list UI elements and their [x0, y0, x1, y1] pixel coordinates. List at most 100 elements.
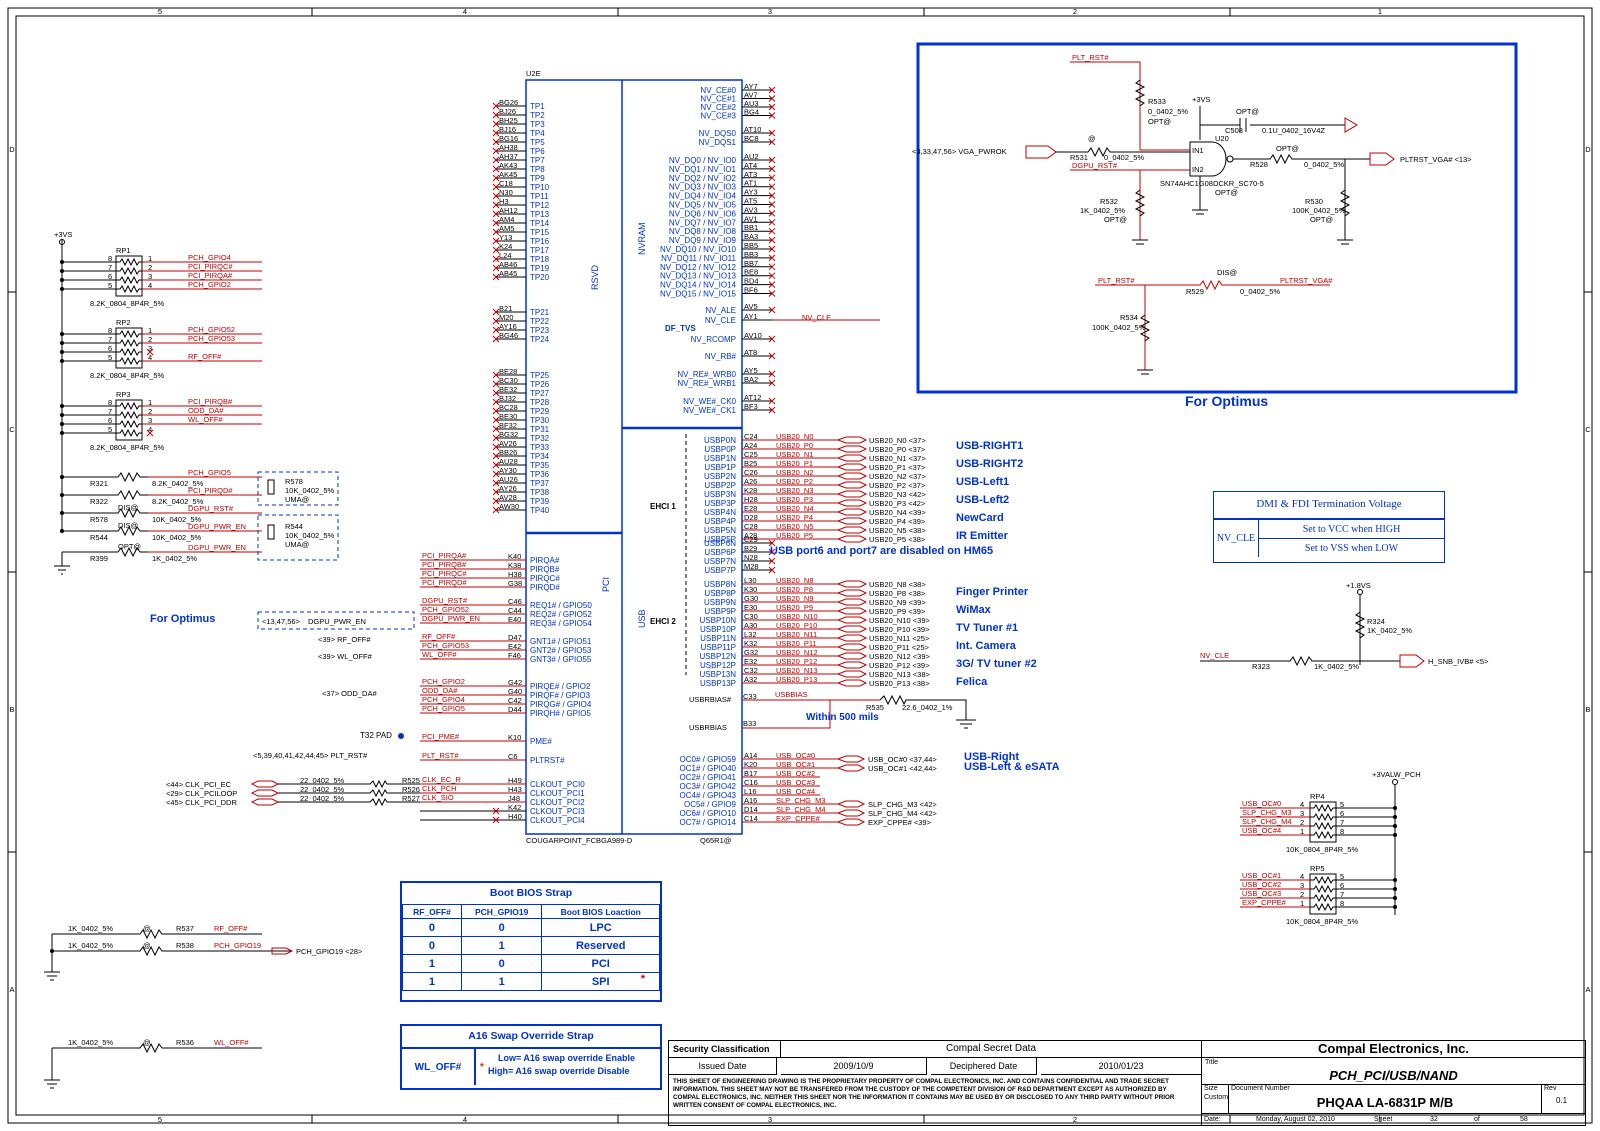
- rp-pin-num: 8: [108, 254, 112, 263]
- clk-offpage-tag: [250, 780, 280, 788]
- date-label: Date:: [1204, 1116, 1221, 1123]
- rp-net: USB_OC#1: [1242, 871, 1281, 880]
- optimus-frame: [916, 42, 1518, 394]
- usb-port-label: IR Emitter: [956, 530, 1009, 542]
- no-connect-mark: [492, 398, 500, 406]
- bb-r1-c2: Reserved: [541, 936, 660, 955]
- section-nvram: NVRAM: [637, 222, 647, 255]
- pci-ball: K42: [508, 803, 521, 812]
- usb-offpage-tag: [836, 679, 868, 687]
- r530-symbol: [1339, 189, 1351, 217]
- usb-pin-name: USBP0N: [704, 436, 736, 445]
- usb-net: USB20_P3: [776, 495, 813, 504]
- dmi-termination-table: DMI & FDI Termination Voltage NV_CLE Set…: [1213, 491, 1445, 563]
- no-connect-mark: [492, 201, 500, 209]
- tp-pin-name: TP35: [530, 461, 550, 470]
- no-connect-mark: [492, 425, 500, 433]
- oc-pin-name: OC3# / GPIO42: [680, 782, 737, 791]
- h-snb-tag: [1399, 654, 1425, 668]
- rp-pin-num: 8: [1340, 899, 1344, 908]
- r529-val: 0_0402_5%: [1240, 287, 1280, 296]
- clk-res-value: 22_0402_5%: [300, 776, 345, 785]
- usb-ball: C29: [744, 535, 758, 544]
- nv-ball: BA3: [744, 232, 758, 241]
- proprietary-notice: THIS SHEET OF ENGINEERING DRAWING IS THE…: [673, 1078, 1175, 1109]
- strap-res-ref: R537: [176, 924, 194, 933]
- opt-plt-rst-wire: [1070, 61, 1190, 151]
- nv-ball: AY5: [744, 366, 758, 375]
- usb-offpage-tag: [836, 454, 868, 462]
- tp-ball: AU28: [499, 457, 518, 466]
- rp-pin-num: 4: [148, 281, 152, 290]
- usb-offpage-ref: USB20_P3 <42>: [869, 499, 926, 508]
- pci-pin-name: GNT1# / GPIO51: [530, 637, 592, 646]
- oc-offpage-tag: [836, 809, 866, 817]
- u20-part: SN74AHC1G08DCKR_SC70-5: [1160, 179, 1264, 188]
- pci-pin-name: PIRQH# / GPIO5: [530, 709, 591, 718]
- rp-junction: [60, 287, 64, 291]
- strap-resistor: [52, 945, 292, 957]
- usb-port-label: NewCard: [956, 512, 1004, 524]
- oc-ball: B17: [744, 769, 757, 778]
- nv-ball: BA2: [744, 375, 758, 384]
- nv-pin-name: NV_DQS1: [699, 138, 737, 147]
- usb-offpage-tag: [836, 490, 868, 498]
- no-connect-mark: [492, 210, 500, 218]
- usb-port-label: USB-RIGHT2: [956, 458, 1023, 470]
- resistor-pack-element: [116, 419, 142, 429]
- usb-pin-name: USBP13N: [700, 670, 737, 679]
- section-ehci2: EHCI 2: [650, 617, 676, 626]
- pltrst-vga-out: PLTRST_VGA# <13>: [1400, 155, 1472, 164]
- nv-pin-name: NV_DQ6 / NV_IO6: [669, 209, 737, 218]
- oc-ball: D14: [744, 805, 758, 814]
- no-connect-mark: [768, 245, 776, 253]
- rp-pin-num: 3: [1300, 809, 1304, 818]
- usb-ball: A24: [744, 441, 757, 450]
- tp-pin-name: TP31: [530, 425, 550, 434]
- tp-pin-name: TP6: [530, 147, 545, 156]
- opt-pltrst-vga2: PLTRST_VGA#: [1280, 276, 1333, 285]
- rev-value: 0.1: [1556, 1096, 1568, 1105]
- u20-ref: U20: [1215, 134, 1229, 143]
- no-connect-mark: [492, 183, 500, 191]
- no-connect-mark: [492, 434, 500, 442]
- no-connect-mark: [492, 506, 500, 514]
- usb-offpage-tag: [836, 670, 868, 678]
- frame-col-bottom-4: 1: [1378, 1115, 1382, 1124]
- no-connect-mark: [768, 557, 776, 565]
- no-connect-mark: [768, 86, 776, 94]
- usb-offpage-ref: USB20_N1 <37>: [869, 454, 926, 463]
- oc-ball: L16: [744, 787, 757, 796]
- rp-junction: [1393, 833, 1397, 837]
- r531-at: @: [1088, 134, 1096, 143]
- pci-net: PCI_PME#: [422, 732, 460, 741]
- dgpu-pwr-net: DGPU_PWR_EN: [308, 617, 366, 626]
- usb-offpage-tag: [836, 436, 868, 444]
- h-snb-out: H_SNB_IVB# <5>: [1428, 657, 1489, 666]
- resistor-ref: R322: [90, 497, 108, 506]
- usb-pin-name: USBP9P: [704, 607, 736, 616]
- strap-offpage-tag: [271, 947, 294, 955]
- oc-net: EXP_CPPE#: [776, 814, 821, 823]
- uma1-ref: R578: [285, 477, 303, 486]
- nv-ball: AV3: [744, 205, 758, 214]
- rail-3valw-node: [1392, 779, 1398, 785]
- usb-ball: E30: [744, 603, 757, 612]
- rp-junction: [60, 332, 64, 336]
- nv-pin-name: NV_DQ10 / NV_IO10: [660, 245, 737, 254]
- pci-net: ODD_DA#: [422, 686, 458, 695]
- section-usb: USB: [637, 609, 647, 628]
- no-connect-mark: [768, 379, 776, 387]
- strap-net: PCH_GPIO19: [214, 941, 261, 950]
- usb-ball: B25: [744, 459, 757, 468]
- usb-net: USB20_N5: [776, 522, 814, 531]
- usb-offpage-ref: USB20_P12 <39>: [869, 661, 930, 670]
- rp-pin-num: 3: [1300, 881, 1304, 890]
- bb-r2-c1: 0: [460, 954, 543, 973]
- resistor-pack-element: [116, 347, 142, 357]
- uma-option-boxes: R578 10K_0402_5% UMA@ R544 10K_0402_5% U…: [257, 471, 339, 561]
- nv-pin-name: NV_DQ7 / NV_IO7: [669, 218, 737, 227]
- tp-pin-name: TP8: [530, 165, 545, 174]
